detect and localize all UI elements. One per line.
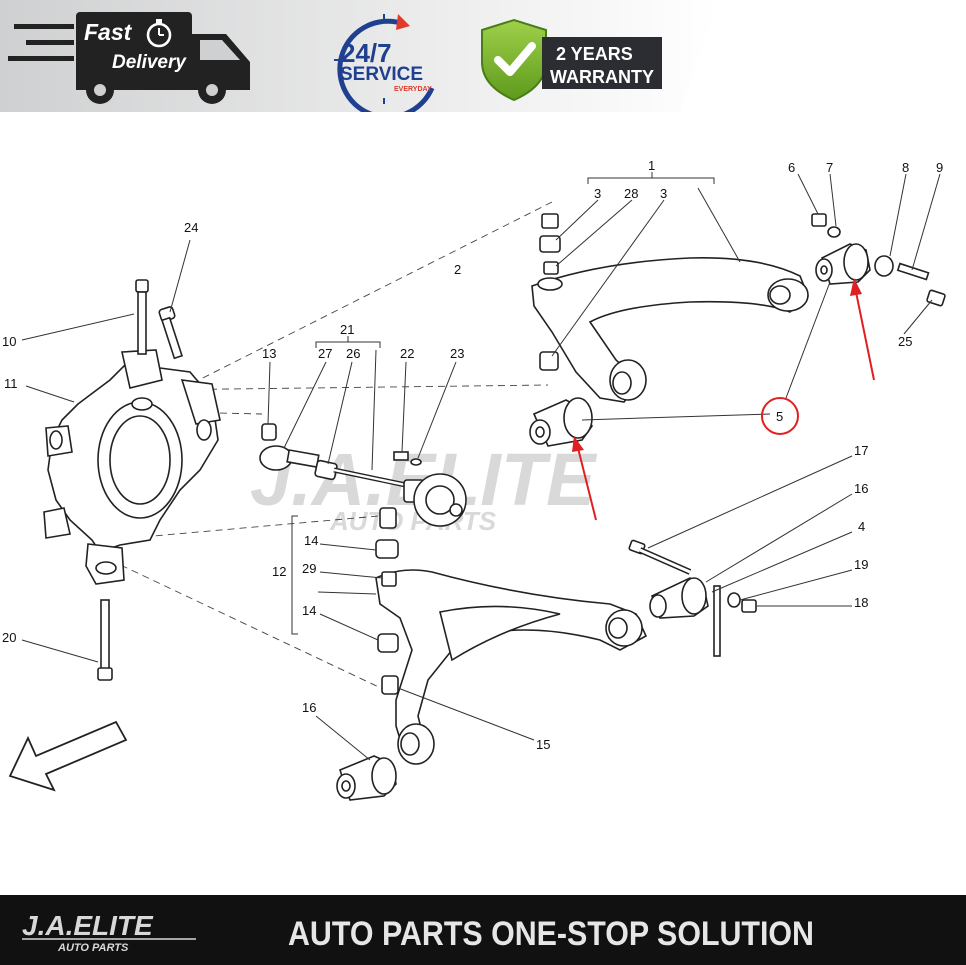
callout-8: 8 xyxy=(902,160,909,175)
callout-16-b: 16 xyxy=(302,700,316,715)
callout-4: 4 xyxy=(858,519,865,534)
callout-3-b: 3 xyxy=(660,186,667,201)
callout-15: 15 xyxy=(536,737,550,752)
service-word: SERVICE xyxy=(340,64,423,85)
callout-12: 12 xyxy=(272,564,286,579)
callout-22: 22 xyxy=(400,346,414,361)
delivery-label: Delivery xyxy=(112,52,187,73)
watermark-sub: AUTO PARTS xyxy=(329,506,497,536)
callout-9: 9 xyxy=(936,160,943,175)
fast-label: Fast xyxy=(84,19,133,45)
callout-18: 18 xyxy=(854,595,868,610)
callout-27: 27 xyxy=(318,346,332,361)
callout-1: 1 xyxy=(648,158,655,173)
callout-3-a: 3 xyxy=(594,186,601,201)
lower-bushing-front xyxy=(336,755,397,801)
upper-control-arm xyxy=(531,213,809,403)
warranty-years: 2 YEARS xyxy=(556,44,633,64)
callout-19: 19 xyxy=(854,557,868,572)
bolt-24 xyxy=(158,306,183,360)
highlight-markers xyxy=(572,278,875,521)
arrow-head-icon xyxy=(572,436,584,452)
callout-17: 17 xyxy=(854,443,868,458)
service-clock-icon xyxy=(334,14,435,112)
callout-28: 28 xyxy=(624,186,638,201)
callout-23: 23 xyxy=(450,346,464,361)
footer-logo-brand: J.A.ELITE xyxy=(22,910,154,941)
footer-bar: J.A.ELITE AUTO PARTS AUTO PARTS ONE-STOP… xyxy=(0,895,966,965)
footer-tagline: AUTO PARTS ONE-STOP SOLUTION xyxy=(288,915,814,953)
callout-14-a: 14 xyxy=(304,533,318,548)
highlight-arrow-rear xyxy=(855,291,875,381)
bushing-5-front xyxy=(529,397,593,447)
lower-bushing-rear xyxy=(628,539,757,657)
highlight-circle xyxy=(761,397,799,435)
warranty-badge xyxy=(542,37,662,89)
warranty-word: WARRANTY xyxy=(550,67,654,87)
callout-29: 29 xyxy=(302,561,316,576)
delivery-truck-icon xyxy=(8,12,250,104)
steering-knuckle xyxy=(43,349,221,585)
callout-5: 5 xyxy=(776,409,783,424)
callout-26: 26 xyxy=(346,346,360,361)
callout-6: 6 xyxy=(788,160,795,175)
callout-13: 13 xyxy=(262,346,276,361)
lower-control-arm xyxy=(375,507,648,765)
bolt-10 xyxy=(135,279,149,355)
leader-lines xyxy=(21,172,941,761)
footer-logo-sub: AUTO PARTS xyxy=(57,942,129,954)
callout-11: 11 xyxy=(4,376,18,391)
bushing-5-rear xyxy=(811,213,946,307)
bolt-20 xyxy=(97,599,113,681)
callout-7: 7 xyxy=(826,160,833,175)
arrow-head-icon xyxy=(850,278,862,296)
suspension-exploded-diagram: J.A.ELITE AUTO PARTS xyxy=(2,158,946,801)
callout-14-b: 14 xyxy=(302,603,316,618)
highlight-arrow-front xyxy=(577,447,597,521)
callout-21: 21 xyxy=(340,322,354,337)
top-banner: Fast Delivery 24/7 SERVICE EVERYDAY 2 YE… xyxy=(0,0,718,112)
direction-arrow-icon xyxy=(8,720,128,792)
service-hours: 24/7 xyxy=(341,38,392,68)
callout-24: 24 xyxy=(184,220,198,235)
callout-10: 10 xyxy=(2,334,16,349)
callout-16-a: 16 xyxy=(854,481,868,496)
tie-rod-assembly xyxy=(259,423,467,527)
callout-2: 2 xyxy=(454,262,461,277)
callout-25: 25 xyxy=(898,334,912,349)
callout-20: 20 xyxy=(2,630,16,645)
stopwatch-icon xyxy=(146,19,172,48)
callout-labels: 1 2 3 28 3 6 7 8 9 25 5 24 10 11 21 27 2… xyxy=(2,158,943,752)
service-everyday: EVERYDAY xyxy=(394,86,432,93)
